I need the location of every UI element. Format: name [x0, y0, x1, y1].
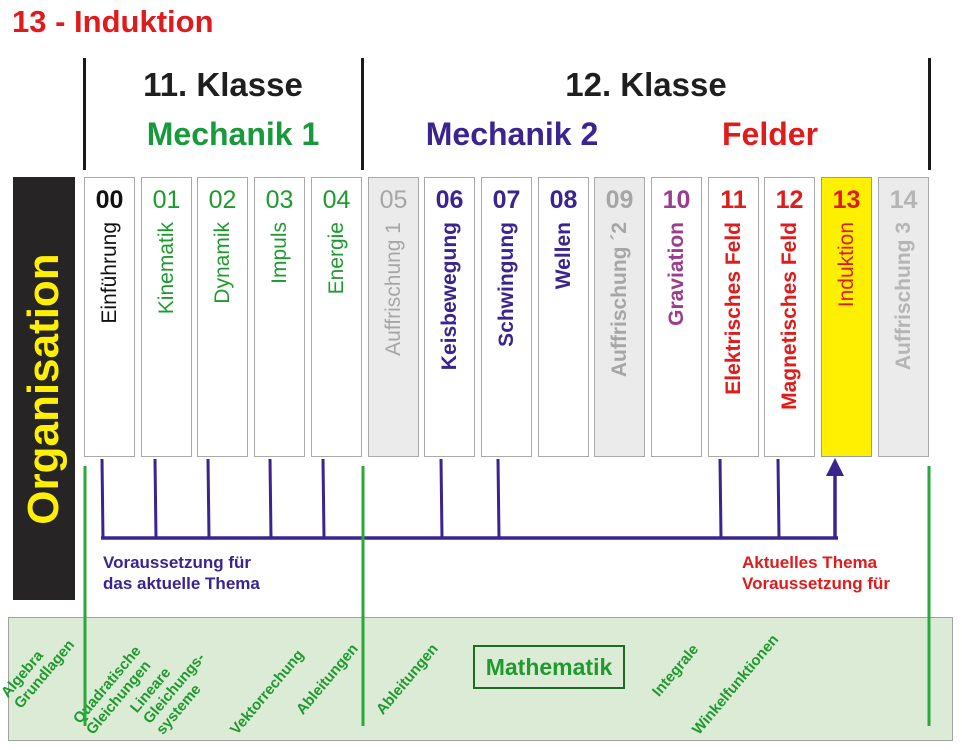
topic-number: 14: [889, 186, 918, 214]
arrow-up-icon: [826, 458, 844, 476]
prerequisite-line-04: [321, 458, 326, 539]
section-mechanik-1: Mechanik 1: [146, 116, 320, 152]
section-felder: Felder: [721, 116, 819, 152]
topic-number: 12: [775, 186, 804, 214]
topic-number: 07: [492, 186, 521, 214]
section-mechanik-2: Mechanik 2: [425, 116, 599, 152]
topic-number: 11: [720, 186, 747, 214]
prerequisite-legend-line2: das aktuelle Thema: [103, 574, 260, 593]
current-legend-line1: Aktuelles Thema: [742, 553, 878, 572]
page-title: 13 - Induktion: [12, 4, 214, 39]
divider-right: [928, 58, 931, 170]
topic-number: 02: [208, 186, 237, 214]
topic-number: 03: [265, 186, 294, 214]
current-legend: Aktuelles Thema Voraussetzung für: [742, 552, 890, 594]
prerequisite-line-02: [206, 458, 211, 539]
prerequisite-connectors: [100, 458, 844, 540]
prerequisite-line-11: [718, 458, 723, 539]
topic-number: 13: [832, 186, 861, 214]
prerequisite-legend: Voraussetzung für das aktuelle Thema: [103, 552, 260, 594]
prerequisite-line-07: [496, 458, 501, 539]
topic-number: 04: [322, 186, 351, 214]
divider-left: [83, 58, 86, 170]
topic-number: 01: [152, 186, 181, 214]
topic-number: 08: [549, 186, 578, 214]
prerequisite-line-12: [776, 458, 781, 539]
prerequisite-line-06: [439, 458, 444, 539]
topic-number: 06: [435, 186, 464, 214]
topic-number: 05: [379, 186, 408, 214]
grade-12-heading: 12. Klasse: [565, 66, 727, 103]
prerequisite-line-03: [268, 458, 273, 539]
math-band: [8, 617, 953, 741]
divider-middle: [361, 58, 364, 170]
math-title[interactable]: Mathematik: [473, 645, 625, 689]
topic-number: 09: [605, 186, 634, 214]
topic-number: 00: [95, 186, 124, 214]
organisation-box[interactable]: Organisation: [13, 177, 75, 600]
current-legend-line2: Voraussetzung für: [742, 574, 890, 593]
topic-number: 10: [662, 186, 691, 214]
prerequisite-legend-line1: Voraussetzung für: [103, 553, 251, 572]
grade-11-heading: 11. Klasse: [143, 66, 303, 103]
prerequisite-line-00: [100, 458, 105, 539]
prerequisite-line-01: [153, 458, 158, 539]
